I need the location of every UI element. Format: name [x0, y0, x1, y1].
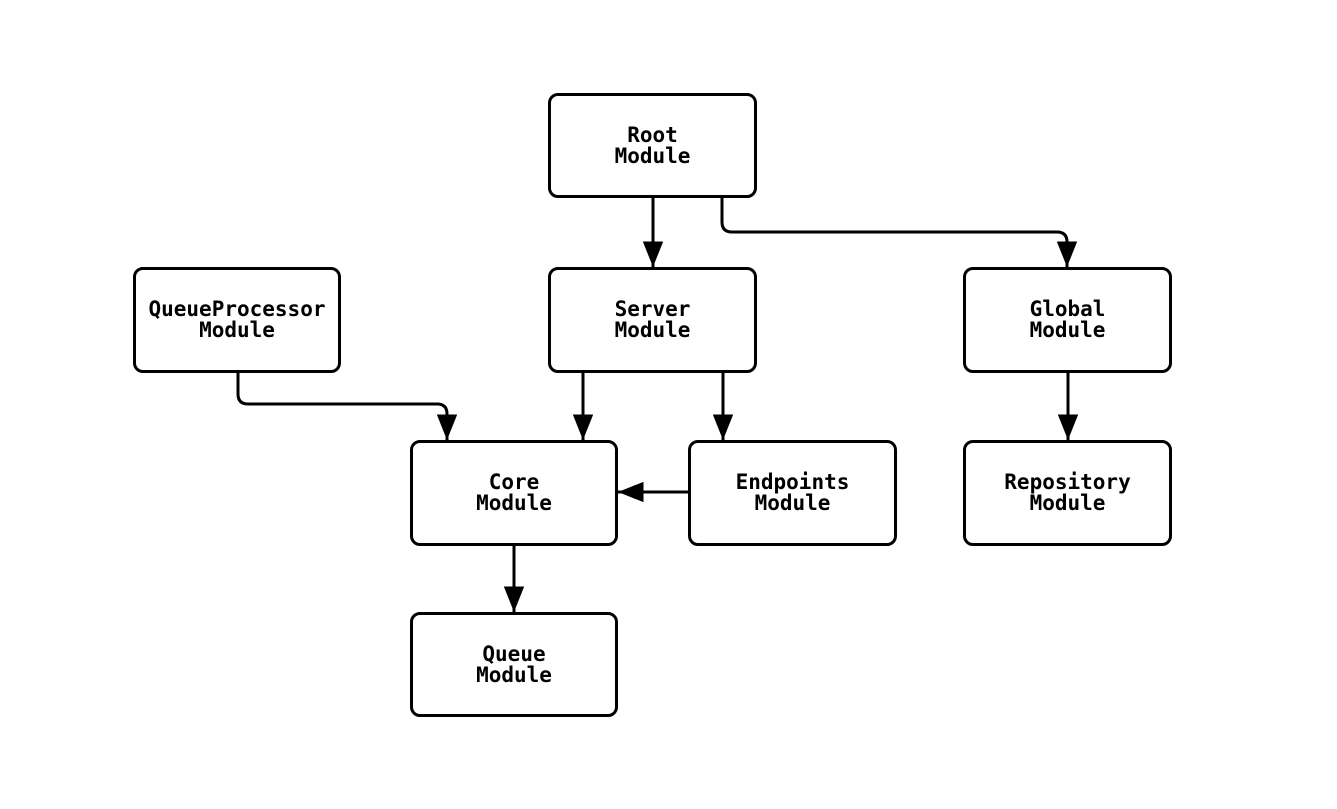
node-queue-label-line: Queue: [482, 641, 546, 666]
node-queueprocessor-label-line: QueueProcessor: [148, 297, 326, 321]
node-global-label-line: Global: [1029, 297, 1106, 321]
node-repository-label-line: Module: [1029, 491, 1106, 515]
node-core-label-line: Core: [488, 470, 540, 494]
node-global-label-line: Module: [1029, 318, 1106, 342]
node-queue-label-line: Module: [476, 662, 552, 687]
node-root-label-line: Root: [627, 122, 678, 147]
node-endpoints-label-line: Endpoints: [735, 470, 850, 494]
node-core-label-line: Module: [476, 491, 552, 515]
node-repository-label-line: Repository: [1004, 470, 1131, 494]
node-server-label-line: Module: [614, 318, 691, 342]
edge-root-to-global: [720, 198, 1078, 267]
node-queueprocessor-label-line: Module: [199, 318, 275, 342]
node-endpoints-label-line: Module: [754, 491, 831, 515]
node-server-label-line: Server: [614, 297, 691, 321]
node-root-label-line: Module: [614, 143, 691, 168]
edge-queueprocessor-to-core: [236, 373, 458, 440]
